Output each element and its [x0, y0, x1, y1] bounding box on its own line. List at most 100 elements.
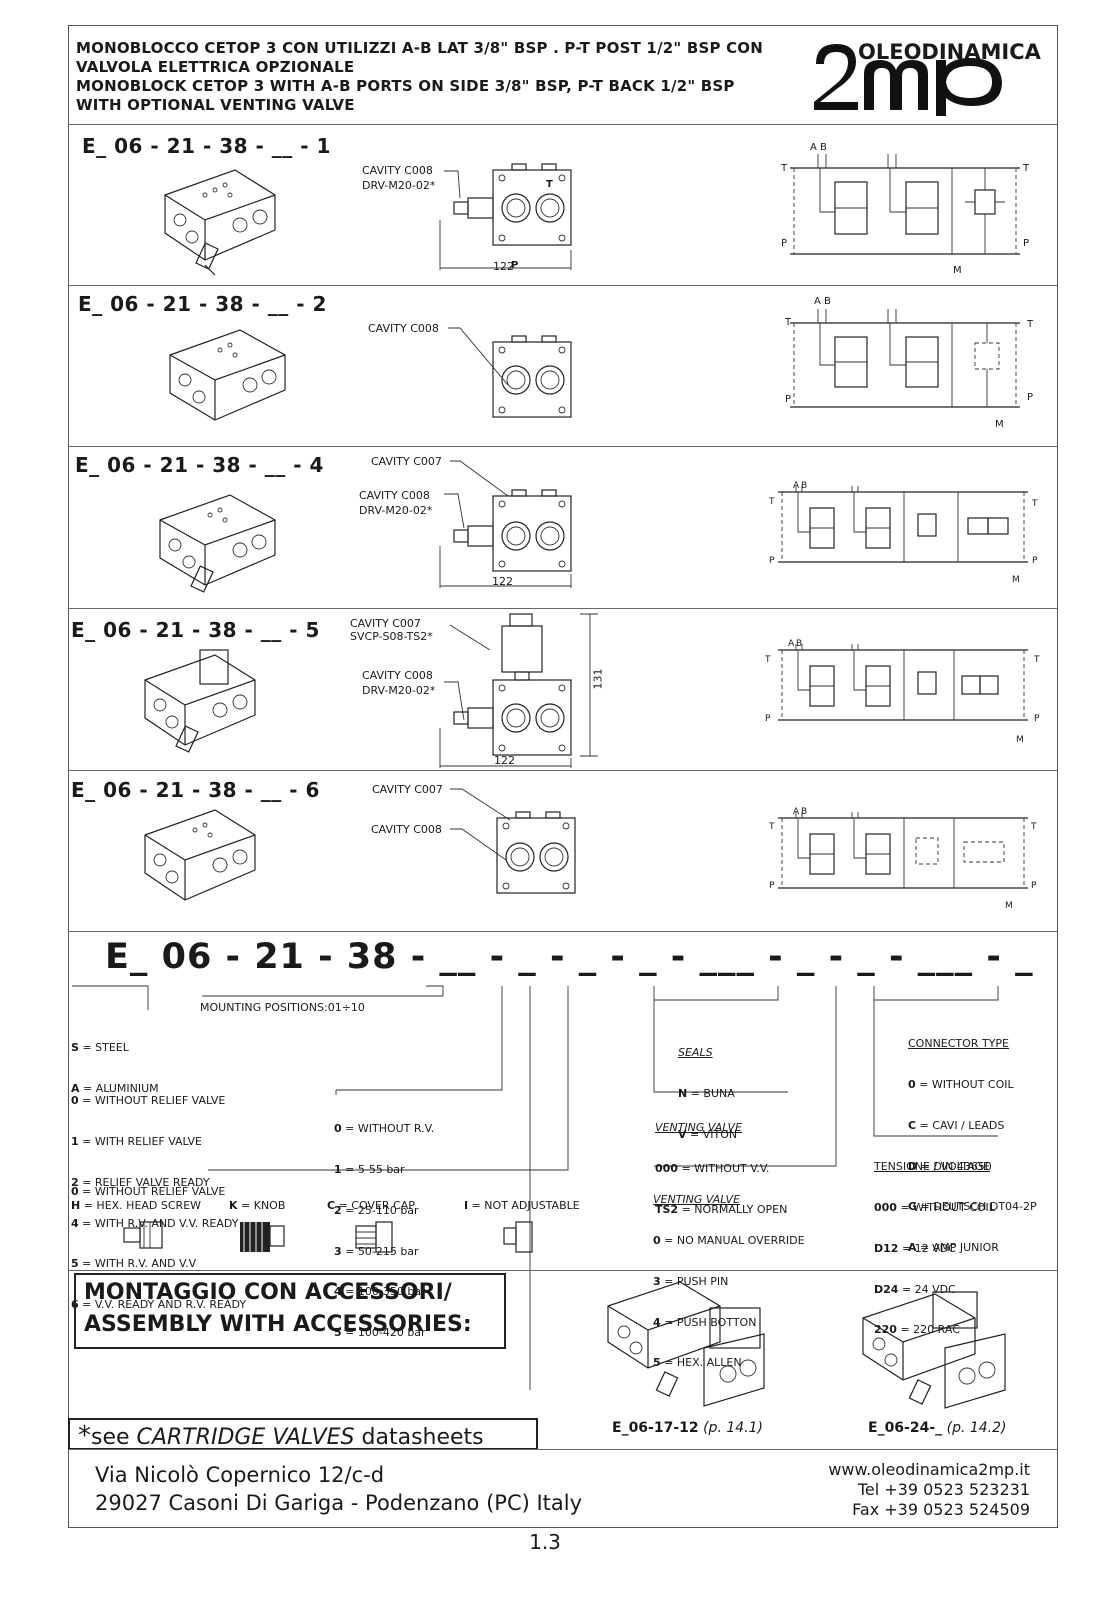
connector-option: C = CAVI / LEADS [908, 1118, 1005, 1132]
divider [68, 446, 1058, 447]
override-option: 5 = HEX. ALLEN [653, 1356, 742, 1370]
section-3-schematic-m: M [1012, 575, 1020, 585]
adjust-option-cap: C = COVER CAP [327, 1199, 415, 1212]
section-3-port-b: B [801, 481, 808, 491]
ordering-code: E_ 06 - 21 - 38 - __ - _ - _ - _ - ___ -… [105, 937, 1034, 977]
seals-title: SEALS [678, 1046, 713, 1060]
section-5-schematic-p-right: P [1031, 881, 1037, 891]
cartridge-note: *see CARTRIDGE VALVES datasheets [68, 1418, 538, 1451]
seal-option: V = VITON [678, 1127, 738, 1141]
section-2-port-a: A [814, 296, 821, 307]
pressure-options: 0 = WITHOUT R.V. 1 = 5-55 bar 2 = 25-110… [334, 1095, 434, 1353]
assembly-title-it: MONTAGGIO CON ACCESSORI/ [84, 1280, 452, 1305]
section-4-dimension-vertical: 131 [591, 668, 605, 690]
section-1-dimension: 122 [493, 260, 514, 273]
section-3-front-view [439, 460, 572, 588]
adjust-option-none: 0 = WITHOUT RELIEF VALVE [71, 1185, 226, 1198]
logo-brand-text: OLEODINAMICA [858, 40, 1041, 64]
address-line-2: 29027 Casoni Di Gariga - Podenzano (PC) … [95, 1491, 583, 1515]
section-1-front-view [439, 163, 572, 270]
section-4-schematic-m: M [1016, 735, 1024, 745]
seals-group: SEALS N = BUNA V = VITON [678, 1019, 737, 1155]
section-3-callout-2: CAVITY C008 [359, 489, 430, 502]
assembly-ref-1: E_06-17-12 (p. 14.1) [612, 1420, 763, 1436]
section-1-callout-2: DRV-M20-02* [362, 179, 436, 192]
ordering-leader-lines [72, 985, 999, 1390]
section-5-port-b: B [801, 807, 808, 817]
pressure-option: 2 = 25-110 bar [334, 1203, 419, 1217]
cartridge-valves-text: CARTRIDGE VALVES [136, 1425, 355, 1450]
adjust-icons [123, 1221, 533, 1253]
section-4-schematic-t-right: T [1034, 655, 1040, 665]
section-1-iso-block [164, 169, 276, 276]
divider [68, 124, 1058, 125]
venting-option: 000 = WITHOUT V.V. [655, 1161, 770, 1175]
title-italian-2: VALVOLA ELETTRICA OPZIONALE [76, 58, 355, 76]
section-2-schematic-p-right: P [1027, 392, 1034, 403]
assembly-ref-2-page: (p. 14.2) [946, 1420, 1007, 1436]
contact-tel: Tel +39 0523 523231 [857, 1480, 1030, 1499]
assembly-ref-1-code: E_06-17-12 [612, 1420, 699, 1436]
section-2-hydraulic-schematic [790, 309, 1020, 408]
section-3-schematic-p-left: P [769, 556, 775, 566]
section-3-callout-3: DRV-M20-02* [359, 504, 433, 517]
material-option: S = STEEL [71, 1041, 129, 1055]
pressure-option: 4 = 100-350 bar [334, 1285, 426, 1299]
assembly-ref-2-code: E_06-24-_ [868, 1420, 943, 1436]
divider [68, 285, 1058, 286]
logo-2mp-mark [814, 44, 1002, 116]
assembly-title-en: ASSEMBLY WITH ACCESSORIES: [84, 1312, 472, 1337]
divider [68, 1270, 1058, 1271]
section-1-schematic-p-left: P [781, 238, 788, 249]
section-1-port-a: A [810, 142, 817, 153]
section-1-callout-1: CAVITY C008 [362, 164, 433, 177]
section-1-port-t: T [546, 179, 553, 190]
title-english-1: MONOBLOCK CETOP 3 WITH A-B PORTS ON SIDE… [76, 77, 735, 95]
section-4-port-b: B [796, 639, 803, 649]
section-3-callout-1: CAVITY C007 [371, 455, 442, 468]
section-2-front-view [448, 327, 572, 418]
section-2-schematic-p-left: P [785, 394, 792, 405]
adjust-option-hex: H = HEX. HEAD SCREW [71, 1199, 202, 1212]
section-5-callout-2: CAVITY C008 [371, 823, 442, 836]
section-1-schematic-p-right: P [1023, 238, 1030, 249]
section-3-port-a: A [793, 481, 800, 491]
knob-icon [240, 1222, 285, 1252]
assembly-1-illustration [607, 1281, 765, 1407]
relief-option: 4 = WITH R.V. AND V.V. READY [71, 1216, 239, 1230]
section-4-schematic-p-right: P [1034, 714, 1040, 724]
section-3-schematic-t-left: T [769, 497, 775, 507]
section-5-port-a: A [793, 807, 800, 817]
section-4-code: E_ 06 - 21 - 38 - __ - 5 [71, 618, 320, 642]
section-2-schematic-t-left: T [785, 317, 792, 328]
brand-logo: OLEODINAMICA [812, 36, 1052, 116]
section-5-schematic-t-right: T [1031, 822, 1037, 832]
venting-title: VENTING VALVE [655, 1121, 743, 1135]
connector-title: CONNECTOR TYPE [908, 1037, 1009, 1051]
relief-options: 0 = WITHOUT RELIEF VALVE 1 = WITH RELIEF… [71, 1067, 246, 1325]
asterisk: * [78, 1421, 91, 1451]
assembly-ref-1-page: (p. 14.1) [703, 1420, 763, 1436]
page-frame [68, 25, 1058, 1528]
section-4-front-view [439, 613, 598, 768]
section-4-callout-4: DRV-M20-02* [362, 684, 436, 697]
connector-option: G = DEUTSCH DT04-2P [908, 1200, 1037, 1214]
section-3-dimension: 122 [492, 575, 513, 588]
section-5-schematic-t-left: T [769, 822, 775, 832]
section-5-hydraulic-schematic [778, 812, 1028, 889]
override-title: VENTING VALVE [653, 1193, 741, 1207]
connector-group: CONNECTOR TYPE 0 = WITHOUT COIL C = CAVI… [908, 1010, 1037, 1268]
section-4-port-a: A [788, 639, 795, 649]
section-1-hydraulic-schematic [790, 154, 1020, 255]
assembly-box: MONTAGGIO CON ACCESSORI/ ASSEMBLY WITH A… [74, 1273, 506, 1349]
divider [68, 770, 1058, 771]
section-2-port-b: B [824, 296, 831, 307]
section-1-schematic-t-left: T [781, 163, 788, 174]
override-group: VENTING VALVE 0 = NO MANUAL OVERRIDE 3 =… [653, 1166, 805, 1384]
pressure-option: 1 = 5-55 bar [334, 1162, 405, 1176]
section-3-schematic-t-right: T [1032, 499, 1038, 509]
assembly-2-illustration [862, 1291, 1006, 1409]
section-5-schematic-p-left: P [769, 881, 775, 891]
section-1-schematic-t-right: T [1023, 163, 1030, 174]
section-1-code: E_ 06 - 21 - 38 - __ - 1 [82, 134, 331, 158]
